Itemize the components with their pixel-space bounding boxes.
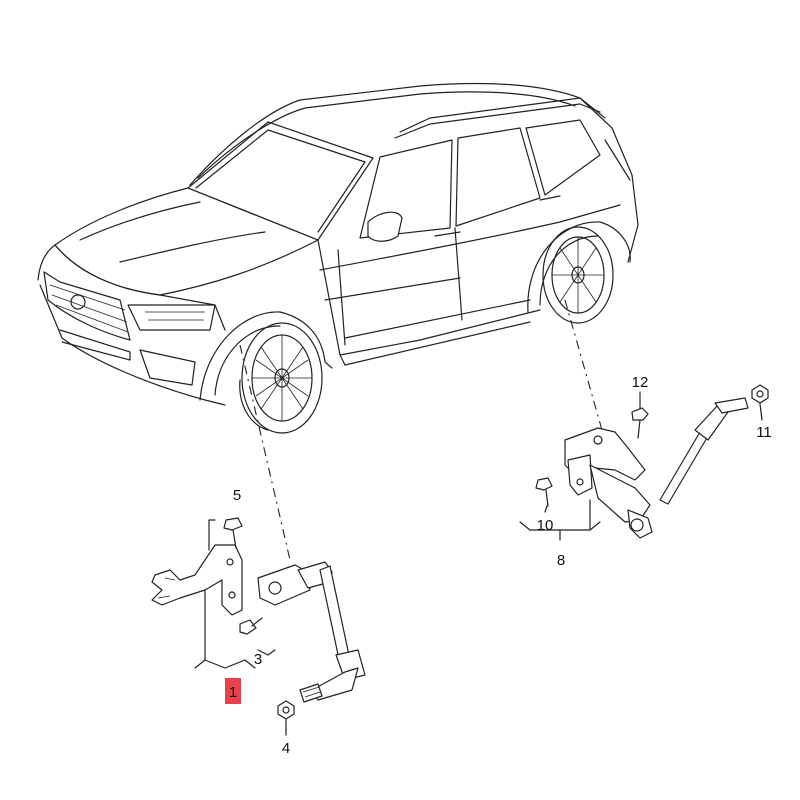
callout-5[interactable]: 5 <box>233 487 241 504</box>
callout-11[interactable]: 11 <box>756 424 772 441</box>
front-axle-leader <box>239 344 291 561</box>
front-level-sensor-assembly <box>151 517 366 720</box>
callout-12[interactable]: 12 <box>632 374 649 391</box>
callout-4[interactable]: 4 <box>282 740 290 757</box>
callout-1-highlight <box>225 678 241 704</box>
callout-10[interactable]: 10 <box>537 517 554 534</box>
callout-8[interactable]: 8 <box>557 552 565 569</box>
rear-axle-leader <box>564 299 603 431</box>
callout-1[interactable]: 1 <box>229 684 237 701</box>
callout-3[interactable]: 3 <box>254 651 262 668</box>
callout-labels: 1 3 4 5 8 10 11 12 <box>225 374 772 757</box>
rear-level-sensor-assembly <box>535 384 769 539</box>
vehicle-illustration <box>37 82 639 434</box>
